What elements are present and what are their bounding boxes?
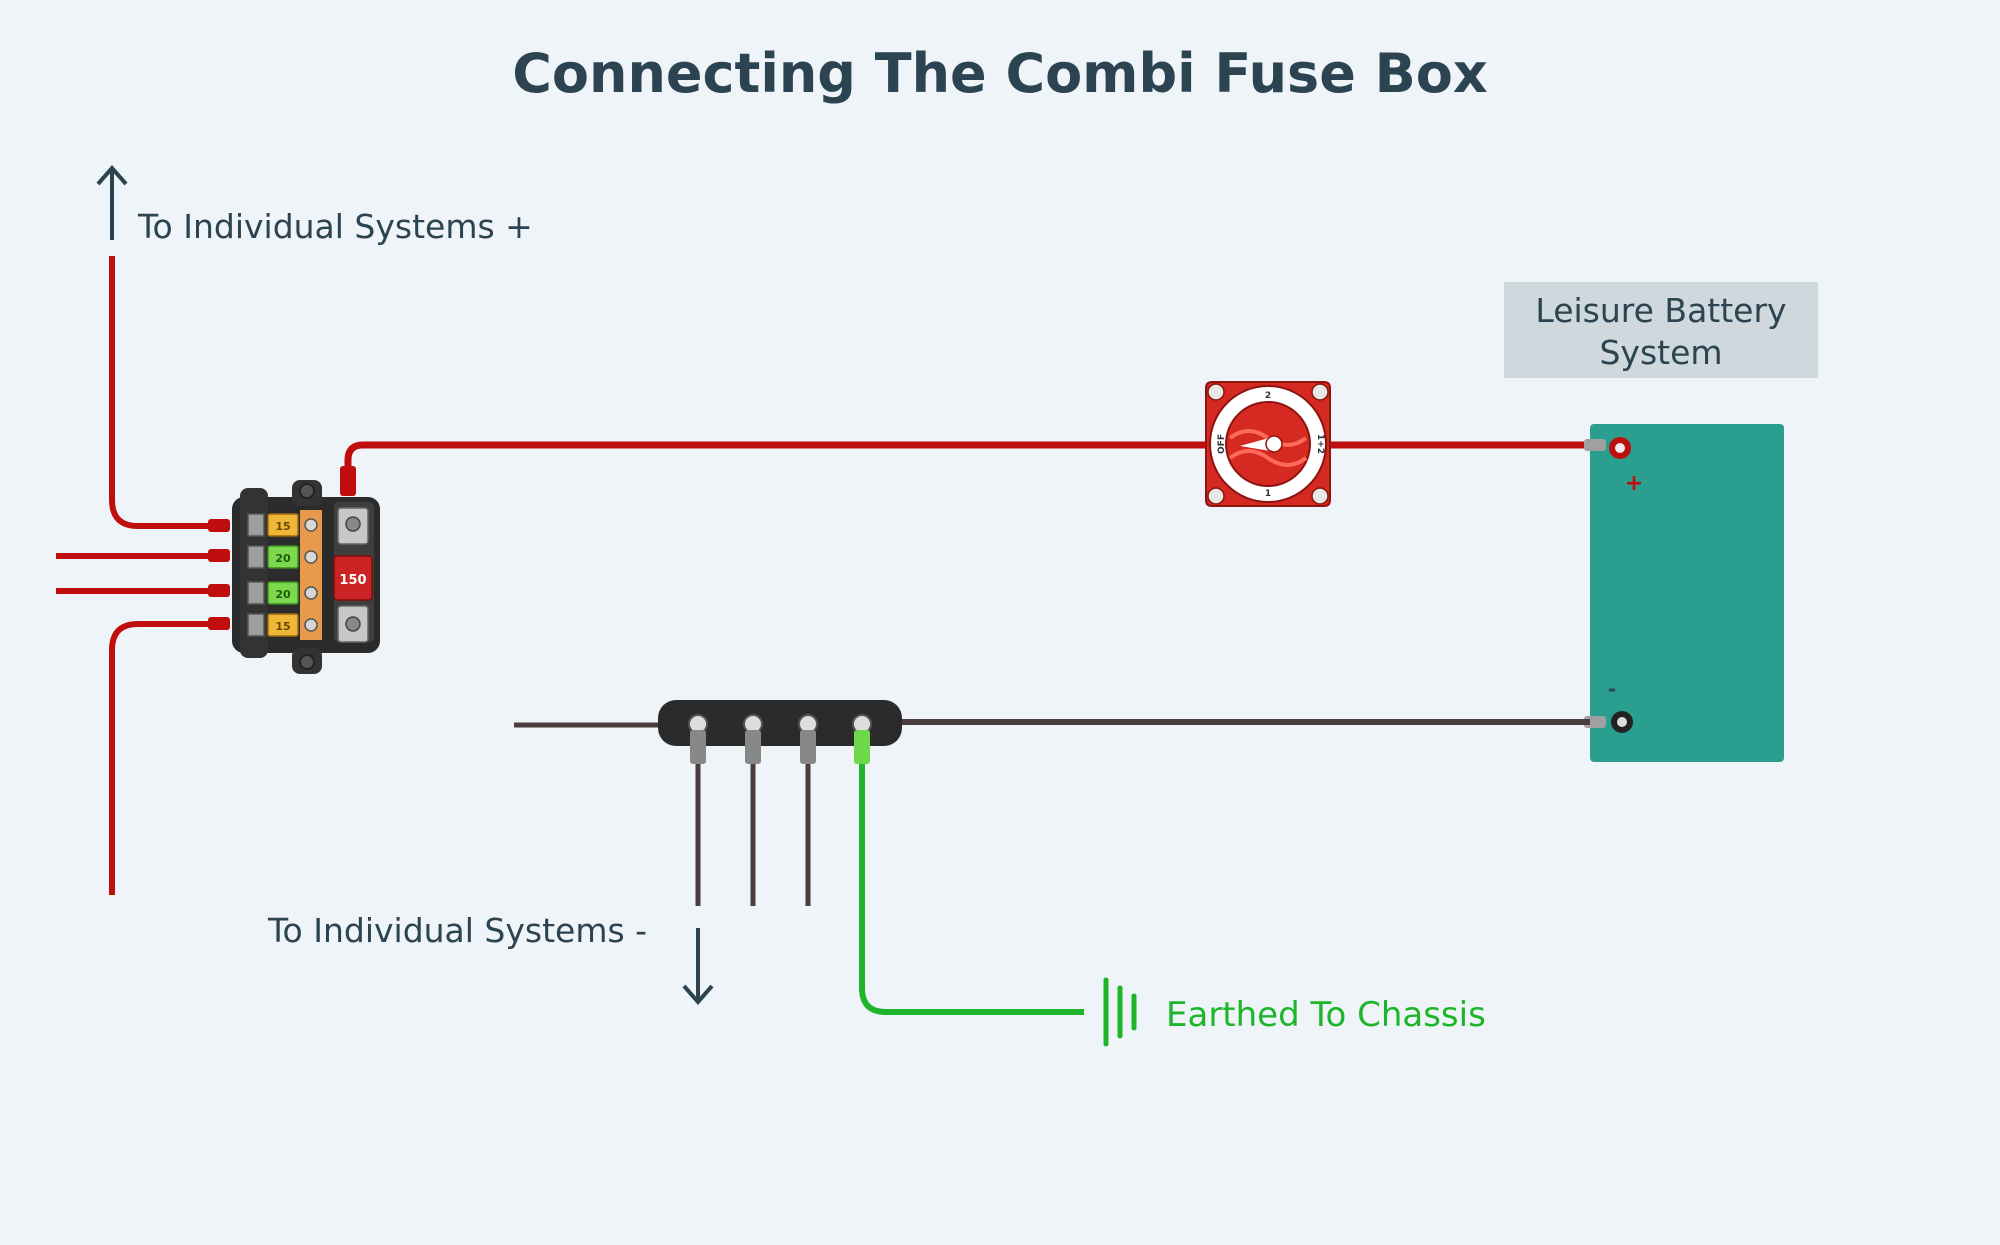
main-fuse[interactable] (333, 555, 373, 601)
fuse-rating-4: 15 (275, 620, 290, 633)
negative-busbar[interactable] (658, 700, 902, 764)
blade-fuse[interactable] (267, 513, 299, 537)
fuse-rating-2: 20 (275, 552, 291, 565)
battery-label-line1: Leisure Battery (1535, 291, 1786, 330)
lug (208, 584, 230, 597)
fuse-row-2: 20 (247, 545, 318, 569)
lug (208, 519, 230, 532)
lug (208, 617, 230, 630)
earth-label: Earthed To Chassis (1166, 995, 1486, 1035)
combi-fuse-box[interactable]: 15 20 20 15 150 (208, 466, 380, 674)
blade-fuse[interactable] (267, 581, 299, 605)
switch-position-1: 1 (1265, 489, 1271, 499)
blade-fuse[interactable] (267, 613, 299, 637)
positive-outputs-label: To Individual Systems + (137, 207, 533, 246)
lug (340, 466, 356, 496)
blade-fuse[interactable] (267, 545, 299, 569)
ground-symbol-icon (1103, 977, 1137, 1047)
negative-outputs-label: To Individual Systems - (267, 911, 647, 950)
positive-outputs-arrow (96, 164, 128, 240)
leisure-battery: + - (1584, 424, 1784, 762)
down-arrow-icon (682, 984, 714, 1006)
diagram-title: Connecting The Combi Fuse Box (512, 42, 1488, 105)
lug (208, 549, 230, 562)
positive-wire-4 (109, 621, 216, 895)
battery-isolator-switch[interactable]: OFF 2 1+2 1 (1205, 381, 1331, 507)
earth-wire (859, 764, 1084, 1015)
battery-label-box: Leisure Battery System (1504, 282, 1818, 378)
switch-position-off: OFF (1217, 434, 1227, 454)
positive-output-wires (56, 256, 216, 895)
battery-positive-terminal: + (1625, 471, 1643, 496)
fuse-row-1: 15 (247, 513, 318, 537)
battery-negative-terminal: - (1608, 677, 1616, 701)
switch-position-2: 2 (1265, 391, 1271, 401)
main-positive-wire (344, 441, 1210, 472)
negative-output-wires (695, 764, 811, 906)
fuse-rating-1: 15 (275, 520, 290, 533)
positive-wire-1 (109, 256, 216, 529)
negative-outputs-arrow (682, 928, 714, 1006)
switch-position-1-2: 1+2 (1315, 434, 1325, 454)
main-fuse-rating: 150 (339, 573, 366, 588)
up-arrow-icon (96, 164, 128, 186)
fuse-rating-3: 20 (275, 588, 291, 601)
fuse-row-3: 20 (247, 581, 318, 605)
fuse-row-4: 15 (247, 613, 318, 637)
battery-label-line2: System (1599, 333, 1722, 372)
